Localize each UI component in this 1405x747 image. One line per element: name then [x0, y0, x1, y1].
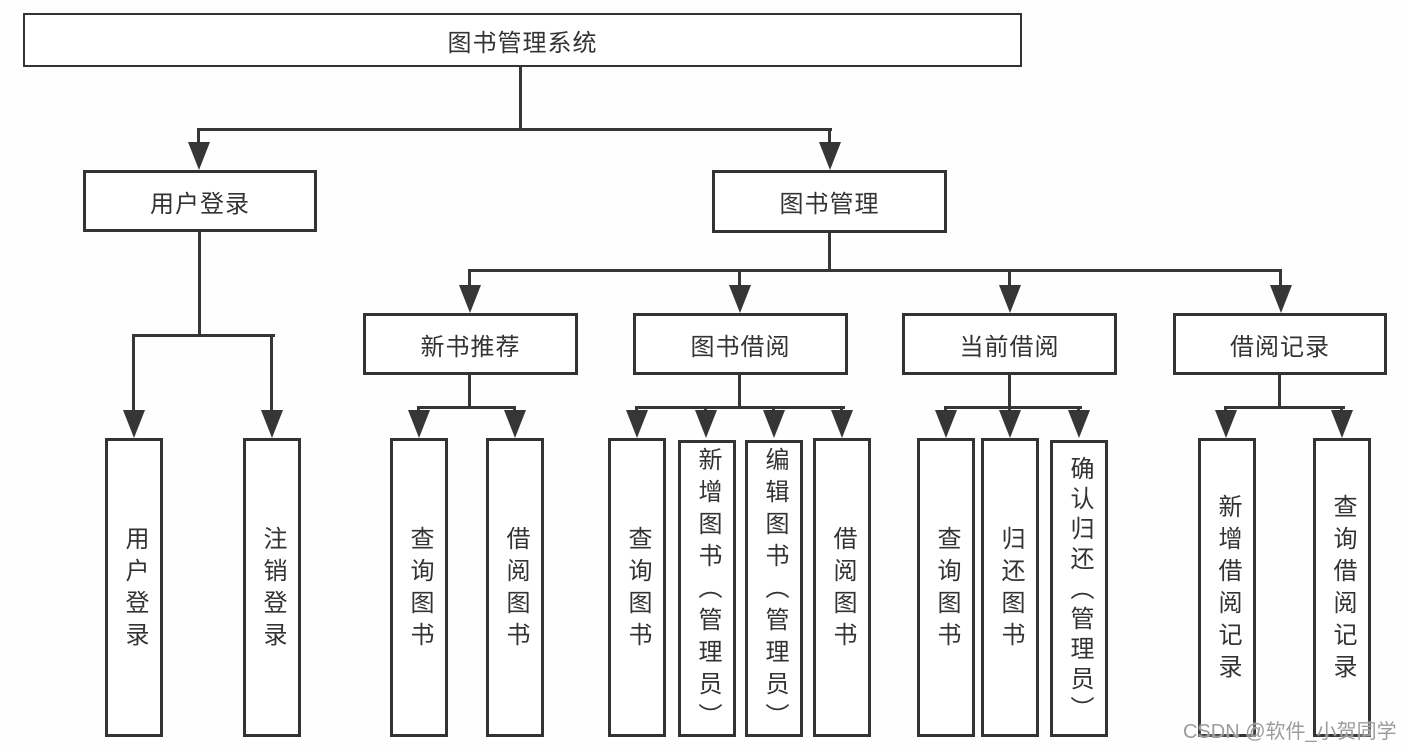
csdn-watermark: CSDN @软件_小贺同学	[1183, 721, 1397, 743]
arrow-down-icon	[1068, 410, 1090, 438]
leaf-query-books-current: 查询图书	[917, 438, 975, 737]
arrow-down-icon	[1215, 410, 1237, 438]
arrow-down-icon	[408, 410, 430, 438]
leaf-query-books-recommend: 查询图书	[390, 438, 448, 737]
connector-line	[1008, 269, 1011, 289]
arrow-down-icon	[1270, 285, 1292, 313]
connector-line	[468, 375, 471, 409]
arrow-down-icon	[999, 285, 1021, 313]
leaf-label: 用户登录	[121, 525, 148, 654]
node-book-management: 图书管理	[712, 170, 947, 233]
leaf-logout: 注销登录	[243, 438, 301, 737]
leaf-label: 查询图书	[933, 525, 960, 654]
connector-line	[197, 128, 200, 146]
connector-line	[519, 67, 522, 130]
arrow-down-icon	[935, 410, 957, 438]
connector-line	[738, 375, 741, 409]
node-library-management-system: 图书管理系统	[23, 13, 1022, 67]
connector-line	[132, 334, 135, 414]
leaf-label: 借阅图书	[829, 525, 856, 654]
arrow-down-icon	[831, 410, 853, 438]
leaf-label: 查询图书	[624, 525, 651, 654]
arrow-down-icon	[123, 410, 145, 438]
leaf-label: 借阅图书	[502, 525, 529, 654]
connector-line	[417, 406, 516, 409]
connector-line	[270, 334, 273, 414]
node-book-borrowing: 图书借阅	[633, 313, 848, 375]
arrow-down-icon	[261, 410, 283, 438]
leaf-user-login: 用户登录	[105, 438, 163, 737]
leaf-return-books: 归还图书	[981, 438, 1039, 737]
leaf-label: 查询借阅记录	[1329, 493, 1356, 686]
leaf-confirm-return-admin: 确认归还（管理员）	[1050, 440, 1108, 737]
leaf-label: 新增图书（管理员）	[694, 447, 721, 735]
arrow-down-icon	[999, 410, 1021, 438]
leaf-query-books-borrowing: 查询图书	[608, 438, 666, 737]
connector-line	[468, 269, 471, 289]
leaf-query-borrow-record: 查询借阅记录	[1313, 438, 1371, 737]
connector-line	[1279, 269, 1282, 289]
leaf-edit-books-admin: 编辑图书（管理员）	[745, 440, 803, 737]
leaf-label: 编辑图书（管理员）	[761, 447, 788, 735]
arrow-down-icon	[626, 410, 648, 438]
connector-line	[198, 232, 201, 336]
connector-line	[1008, 375, 1011, 409]
leaf-label: 注销登录	[259, 525, 286, 654]
connector-line	[828, 233, 831, 271]
arrow-down-icon	[504, 410, 526, 438]
arrow-down-icon	[819, 142, 841, 170]
node-borrowing-records: 借阅记录	[1173, 313, 1387, 375]
connector-line	[1278, 375, 1281, 409]
leaf-borrow-books-recommend: 借阅图书	[486, 438, 544, 737]
arrow-down-icon	[188, 142, 210, 170]
leaf-label: 查询图书	[406, 525, 433, 654]
node-user-login: 用户登录	[83, 170, 317, 232]
arrow-down-icon	[459, 285, 481, 313]
leaf-label: 归还图书	[997, 525, 1024, 654]
node-new-book-recommendation: 新书推荐	[363, 313, 578, 375]
arrow-down-icon	[695, 410, 717, 438]
connector-line	[944, 406, 1082, 409]
leaf-label: 确认归还（管理员）	[1066, 455, 1093, 726]
connector-line	[1224, 406, 1345, 409]
connector-line	[132, 334, 275, 337]
leaf-label: 新增借阅记录	[1214, 493, 1241, 686]
leaf-add-borrow-record: 新增借阅记录	[1198, 438, 1256, 737]
connector-line	[197, 128, 832, 131]
connector-line	[468, 269, 1282, 272]
arrow-down-icon	[729, 285, 751, 313]
arrow-down-icon	[1331, 410, 1353, 438]
arrow-down-icon	[763, 410, 785, 438]
leaf-add-books-admin: 新增图书（管理员）	[678, 440, 736, 737]
connector-line	[828, 128, 831, 146]
leaf-borrow-books: 借阅图书	[813, 438, 871, 737]
connector-line	[738, 269, 741, 289]
connector-line	[635, 406, 845, 409]
node-current-borrowing: 当前借阅	[902, 313, 1117, 375]
